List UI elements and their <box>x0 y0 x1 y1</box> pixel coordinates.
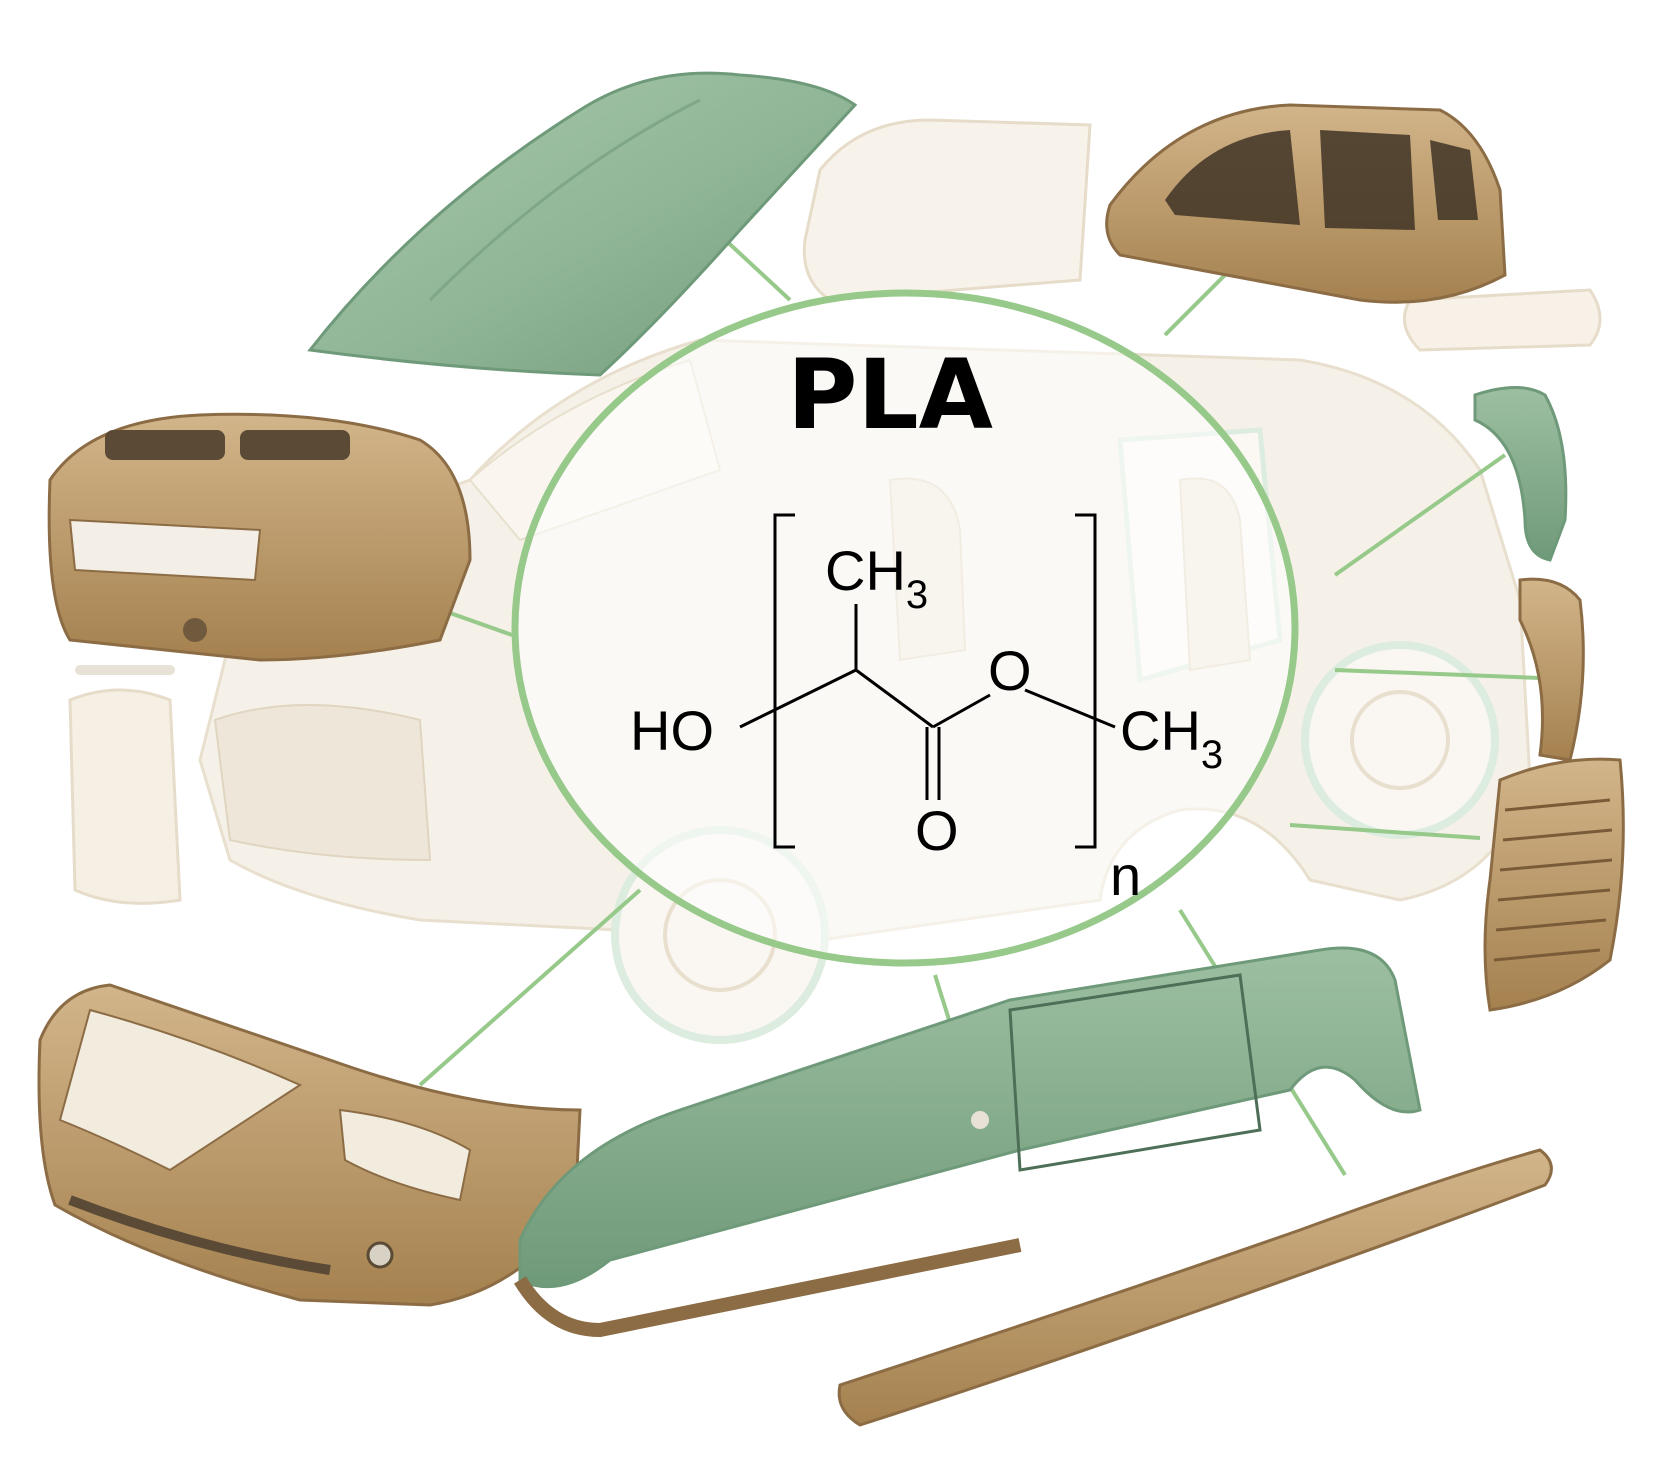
side-sill-part <box>837 1148 1553 1427</box>
methyl-top-label: CH3 <box>825 539 928 617</box>
ghost-left-strip <box>75 665 175 675</box>
left-bracket <box>773 513 795 849</box>
bond-o-end <box>1024 688 1116 729</box>
side-door-panel-part <box>513 946 1422 1338</box>
leader-fender-top <box>1333 453 1507 577</box>
fender-mid-part <box>1518 577 1585 762</box>
ester-oxygen-label: O <box>988 639 1032 702</box>
leader-roof <box>1163 268 1232 337</box>
ghost-right-trim <box>1402 288 1602 352</box>
leader-fender-mid <box>1334 668 1541 680</box>
fender-low-part <box>1483 757 1625 1012</box>
bond-carbonyl-o <box>932 693 991 729</box>
carbonyl-oxygen-label: O <box>915 799 959 862</box>
leader-fender-low <box>1289 823 1481 840</box>
roof-frame-part <box>1105 103 1507 304</box>
fender-top-part <box>1473 386 1568 562</box>
diagram-title: PLA <box>787 339 993 451</box>
leader-hood <box>718 233 792 302</box>
leader-bumper <box>418 888 642 1087</box>
bond-ho-c <box>739 668 857 729</box>
methyl-top-subscript: 3 <box>906 573 928 617</box>
front-nose-part <box>47 412 472 662</box>
repeat-n-label: n <box>1110 844 1141 907</box>
formula-labels: CH3 HO O O CH3 n <box>630 539 1223 907</box>
ghost-left-panel <box>68 688 182 905</box>
car-grille-ghost <box>213 704 432 862</box>
ghost-door-frame <box>802 118 1092 302</box>
pla-ring <box>511 289 1299 967</box>
rear-wheel-ghost <box>1301 641 1499 839</box>
front-bumper-part <box>37 983 582 1307</box>
methyl-end-subscript: 3 <box>1201 733 1223 777</box>
methyl-end-label: CH3 <box>1120 699 1223 777</box>
pla-structural-formula <box>739 513 1116 849</box>
hood-part <box>307 71 858 377</box>
bond-c-carbonyl <box>855 668 934 729</box>
hydroxyl-label: HO <box>630 699 714 762</box>
right-bracket <box>1075 513 1097 849</box>
